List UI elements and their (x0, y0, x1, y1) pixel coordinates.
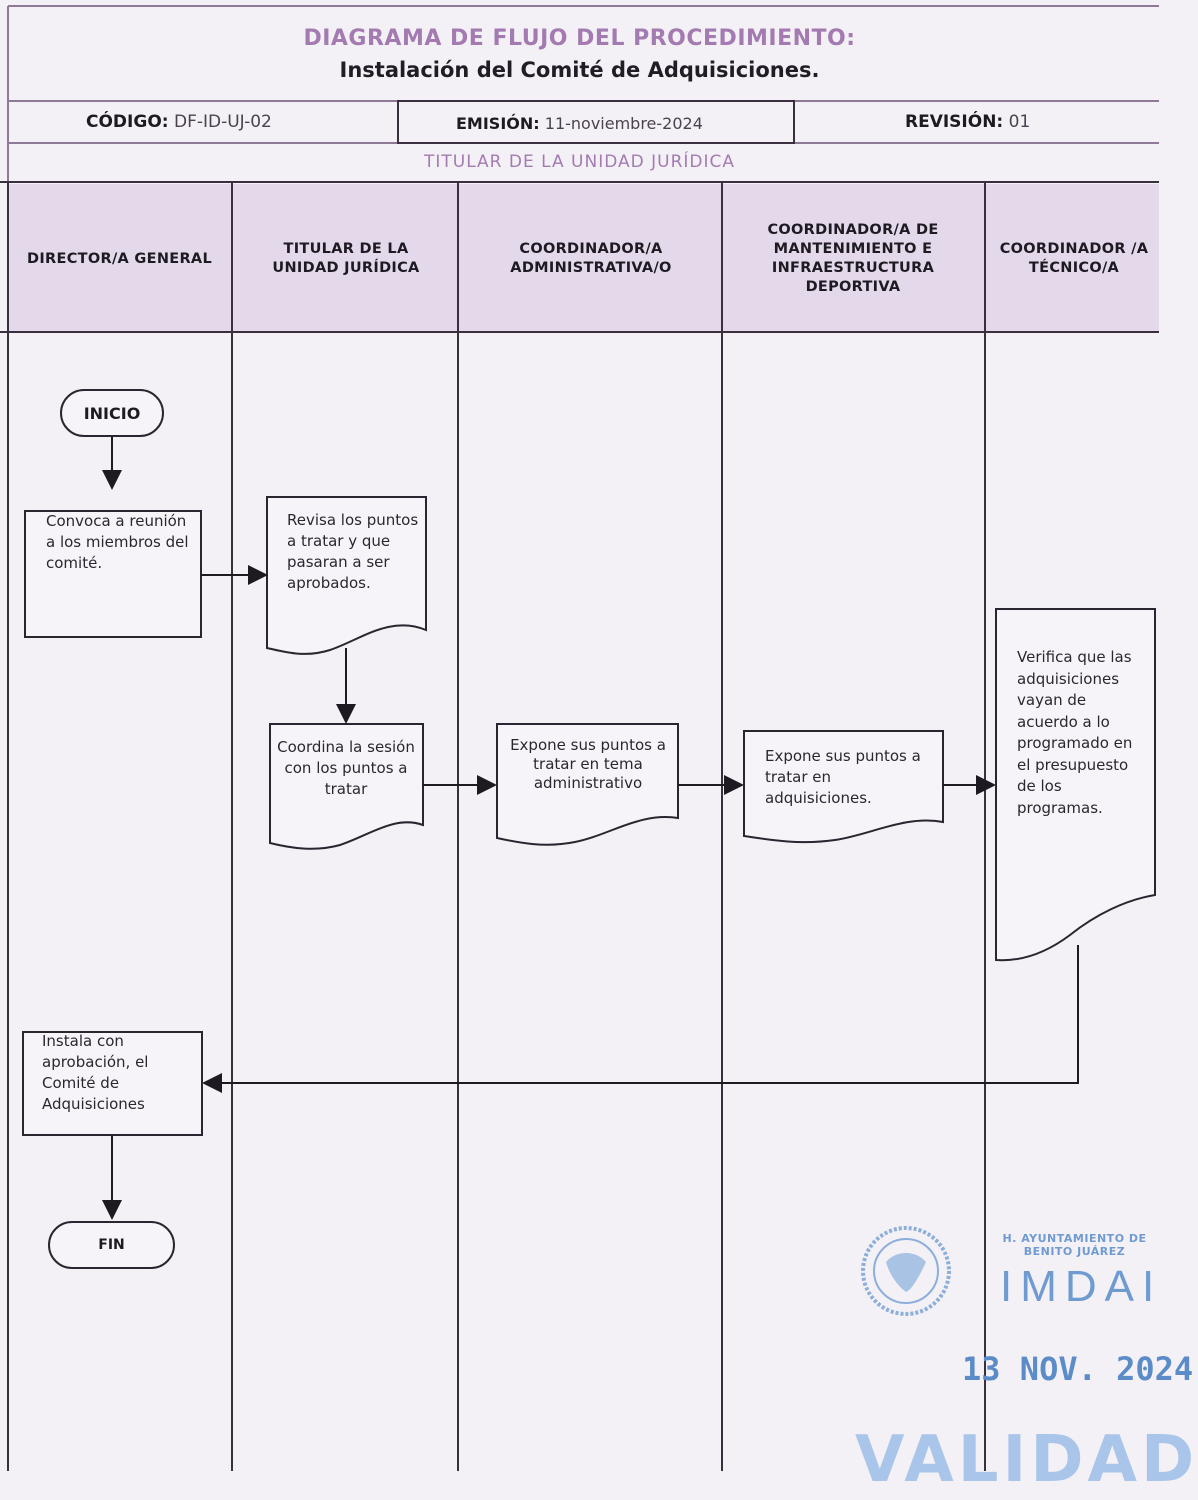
arrow-verifica-instala (202, 945, 1079, 1093)
node-fin: FIN (48, 1221, 175, 1269)
stamp-org-line2: BENITO JUÁREZ (1023, 1245, 1126, 1258)
node-coordina-text: Coordina la sesión con los puntos a trat… (277, 738, 415, 798)
revision-value: 01 (1008, 112, 1031, 132)
lane-header-director: DIRECTOR/A GENERAL (27, 250, 212, 267)
node-convoca-text: Convoca a reunión a los miembros del com… (46, 512, 189, 572)
node-expone-admin-shape (496, 723, 679, 846)
procedure-owner: TITULAR DE LA UNIDAD JURÍDICA (423, 152, 736, 172)
stamp-date: 13 NOV. 2024 (962, 1350, 1194, 1388)
emision-label: EMISIÓN: (456, 114, 540, 133)
stamp-org-line1: H. AYUNTAMIENTO DE (1002, 1232, 1147, 1245)
lane-header-juridica: TITULAR DE LA UNIDAD JURÍDICA (272, 241, 420, 276)
lane-header-administrativa: COORDINADOR/A ADMINISTRATIVA/O (510, 241, 672, 276)
node-verifica-shape (995, 608, 1156, 962)
diagram-frame (0, 5, 1159, 1471)
node-coordina-shape (269, 723, 424, 850)
lane-header-band (8, 184, 1159, 332)
emision-box (397, 100, 795, 144)
stamp-org: H. AYUNTAMIENTO DE BENITO JUÁREZ (990, 1232, 1159, 1258)
node-instala-text: Instala con aprobación, el Comité de Adq… (42, 1032, 149, 1113)
page-subtitle: Instalación del Comité de Adquisiciones. (339, 58, 820, 82)
codigo-label: CÓDIGO: (86, 112, 169, 132)
revision-field: REVISIÓN: 01 (905, 112, 1030, 132)
node-expone-admin-text: Expone sus puntos a tratar en tema admin… (510, 736, 666, 792)
codigo-value: DF-ID-UJ-02 (173, 112, 272, 132)
page-title: DIAGRAMA DE FLUJO DEL PROCEDIMIENTO: (303, 26, 856, 51)
node-convoca-shape (24, 510, 202, 638)
stamp-org-name: IMDAI (1000, 1262, 1163, 1311)
stamp-seal-icon (861, 1226, 951, 1316)
node-revisa-shape (266, 496, 427, 655)
lane-header-tecnico: COORDINADOR /A TÉCNICO/A (999, 241, 1149, 276)
lane-header-mantenimiento: COORDINADOR/A DE MANTENIMIENTO E INFRAES… (767, 222, 939, 295)
revision-label: REVISIÓN: (905, 112, 1004, 132)
node-verifica-text: Verifica que las adquisiciones vayan de … (1017, 648, 1133, 817)
node-expone-adq-text: Expone sus puntos a tratar en adquisicio… (765, 747, 921, 807)
node-inicio: INICIO (60, 389, 164, 437)
emision-field: EMISIÓN: 11-noviembre-2024 (456, 114, 703, 133)
codigo-field: CÓDIGO: DF-ID-UJ-02 (86, 112, 272, 132)
stamp-status: VALIDAD (855, 1423, 1198, 1497)
emision-value: 11-noviembre-2024 (544, 114, 703, 133)
node-revisa-text: Revisa los puntos a tratar y que pasaran… (287, 511, 419, 592)
node-expone-adq-shape (743, 730, 944, 844)
